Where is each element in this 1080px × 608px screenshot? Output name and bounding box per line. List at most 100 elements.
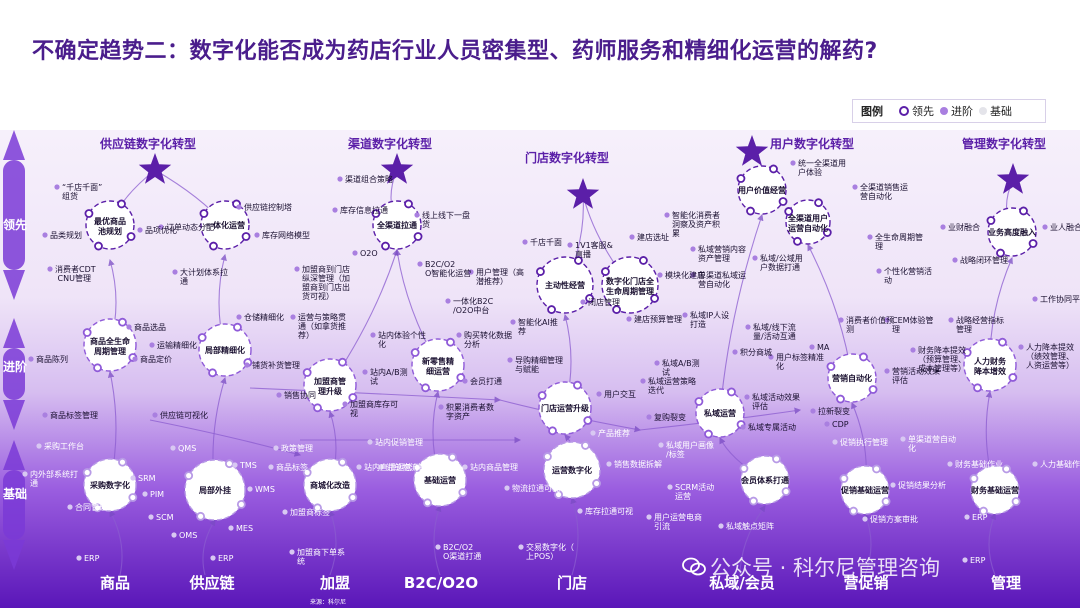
node-l106: [1032, 461, 1038, 467]
node-l56: [948, 317, 954, 323]
diagram-background: [0, 130, 1080, 608]
advance-hub-5-dot-3: [727, 387, 736, 397]
connector-26: [433, 504, 442, 576]
advance-hub-7-dot-3: [998, 337, 1007, 347]
basic-hub-7-dot-3: [1002, 464, 1011, 474]
label-l98: 用户运营电商引流: [654, 512, 702, 531]
label-l25: 统一全渠道用户体验: [798, 158, 846, 177]
label-l56: 战略经营指标管理: [956, 315, 1004, 334]
node-l96: [518, 544, 524, 550]
basic-hub-1: [184, 459, 246, 521]
lead-hub-6-dot-2: [784, 207, 794, 216]
advance-hub-7-label: 人力财务降本增效: [974, 356, 1007, 376]
transformation-star-4: [996, 163, 1030, 194]
lead-hub-0: [85, 200, 135, 250]
level-pill-arrow-up-0: [3, 130, 25, 160]
label-l32: 业人融合: [1050, 222, 1080, 232]
label-l35: 商品陈列: [36, 354, 68, 364]
label-l61: 供应链可视化: [160, 410, 208, 420]
label-l74: ERP: [84, 554, 100, 563]
node-l70: [732, 349, 738, 355]
level-pill-arrow-up-1: [3, 318, 25, 348]
transformation-title-1: 渠道数字化转型: [348, 136, 432, 151]
basic-hub-2-dot-0: [348, 493, 358, 502]
advance-hub-6-dot-2: [826, 362, 836, 371]
basic-hub-4-dot-2: [543, 452, 552, 461]
label-l95: 库存拉通可视: [585, 506, 633, 516]
advance-hub-7: [963, 338, 1017, 392]
label-l71: 采购工作台: [44, 441, 84, 451]
node-l50: [745, 324, 751, 330]
node-l52: [744, 394, 750, 400]
label-l76: TMS: [239, 461, 257, 470]
node-l74: [76, 555, 82, 561]
level-pill-arrow-down-0: [3, 270, 25, 300]
node-l24: [690, 246, 696, 252]
page-title: 不确定趋势二：数字化能否成为药店行业人员密集型、药师服务和精细化运营的解药?: [32, 39, 878, 64]
node-l32: [1042, 224, 1048, 230]
basic-hub-3: [413, 453, 467, 507]
lead-hub-6-dot-0: [822, 228, 832, 237]
label-l101: 促销执行管理: [840, 437, 888, 447]
label-l44: 站内A/B测试: [370, 367, 408, 386]
node-l109: [962, 557, 968, 563]
label-l23: 智能化消费者洞察及资产积累: [672, 210, 720, 238]
legend-basic-label: 基础: [990, 105, 1012, 118]
advance-hub-5-label: 私域运营: [703, 408, 736, 418]
label-l45: 会员打通: [470, 376, 502, 386]
advance-hub-5-dot-1: [704, 429, 713, 439]
lead-hub-5-dot-3: [769, 164, 778, 174]
label-l110: MA: [817, 343, 830, 352]
connector-23: [109, 510, 123, 576]
connector-28: [739, 505, 766, 576]
basic-hub-7: [970, 465, 1020, 515]
advance-hub-0-dot-1: [93, 363, 102, 373]
advance-hub-6-dot-3: [859, 352, 868, 362]
basic-hub-2-dot-1: [313, 503, 322, 513]
lead-hub-7: [987, 207, 1037, 257]
label-l86: 加盟商标签: [290, 507, 330, 517]
label-l50: 私域/线下流量/活动互通: [753, 322, 796, 341]
label-l46: 导购精细管理与赋能: [515, 355, 563, 374]
transformation-title-3: 用户数字化转型: [769, 136, 854, 151]
label-l16: 1V1客服&直播: [575, 240, 613, 259]
node-l58: [1018, 344, 1024, 350]
basic-hub-1-dot-1: [196, 511, 206, 521]
node-l91: [367, 439, 373, 445]
source-note: 来源：科尔尼: [310, 599, 347, 606]
node-l10: [332, 207, 338, 213]
label-l82: MES: [236, 524, 253, 533]
node-l5: [236, 204, 242, 210]
advance-hub-0-label: 商品全生命周期管理: [90, 336, 131, 356]
label-l87: 加盟商下单系统: [297, 547, 345, 566]
node-l101: [832, 439, 838, 445]
label-l91: 站内促销管理: [375, 437, 423, 447]
node-l71: [36, 443, 42, 449]
lead-hub-5-dot-0: [778, 197, 788, 206]
advance-hub-3-label: 新零售精细运营: [422, 356, 454, 376]
node-l1: [54, 184, 60, 190]
node-l99: [718, 523, 724, 529]
level-advance-label: 进阶: [2, 360, 27, 374]
node-l45: [462, 378, 468, 384]
level-axis: [3, 130, 25, 570]
node-l26: [690, 272, 696, 278]
node-l34: [126, 324, 132, 330]
node-l59: [1032, 296, 1038, 302]
level-pill-2: [3, 470, 25, 540]
node-l42: [370, 332, 376, 338]
label-l109: ERP: [970, 556, 986, 565]
node-l48: [640, 378, 646, 384]
transformation-title-4: 管理数字化转型: [962, 136, 1046, 151]
label-l83: 政策管理: [281, 443, 313, 453]
basic-hub-0: [83, 458, 137, 512]
label-l3: 品项优化: [145, 225, 177, 235]
node-l55: [884, 368, 890, 374]
label-l106: 人力基础作业: [1040, 459, 1080, 469]
node-l62: [276, 392, 282, 398]
node-l104: [862, 516, 868, 522]
lead-hub-0-dot-0: [126, 232, 136, 241]
node-labels: 供应链数字化转型渠道数字化转型门店数字化转型用户数字化转型管理数字化转型最优商品…: [30, 136, 1080, 592]
lead-hub-4-dot-1: [612, 305, 621, 314]
label-l7: 库存网络模型: [262, 230, 310, 240]
